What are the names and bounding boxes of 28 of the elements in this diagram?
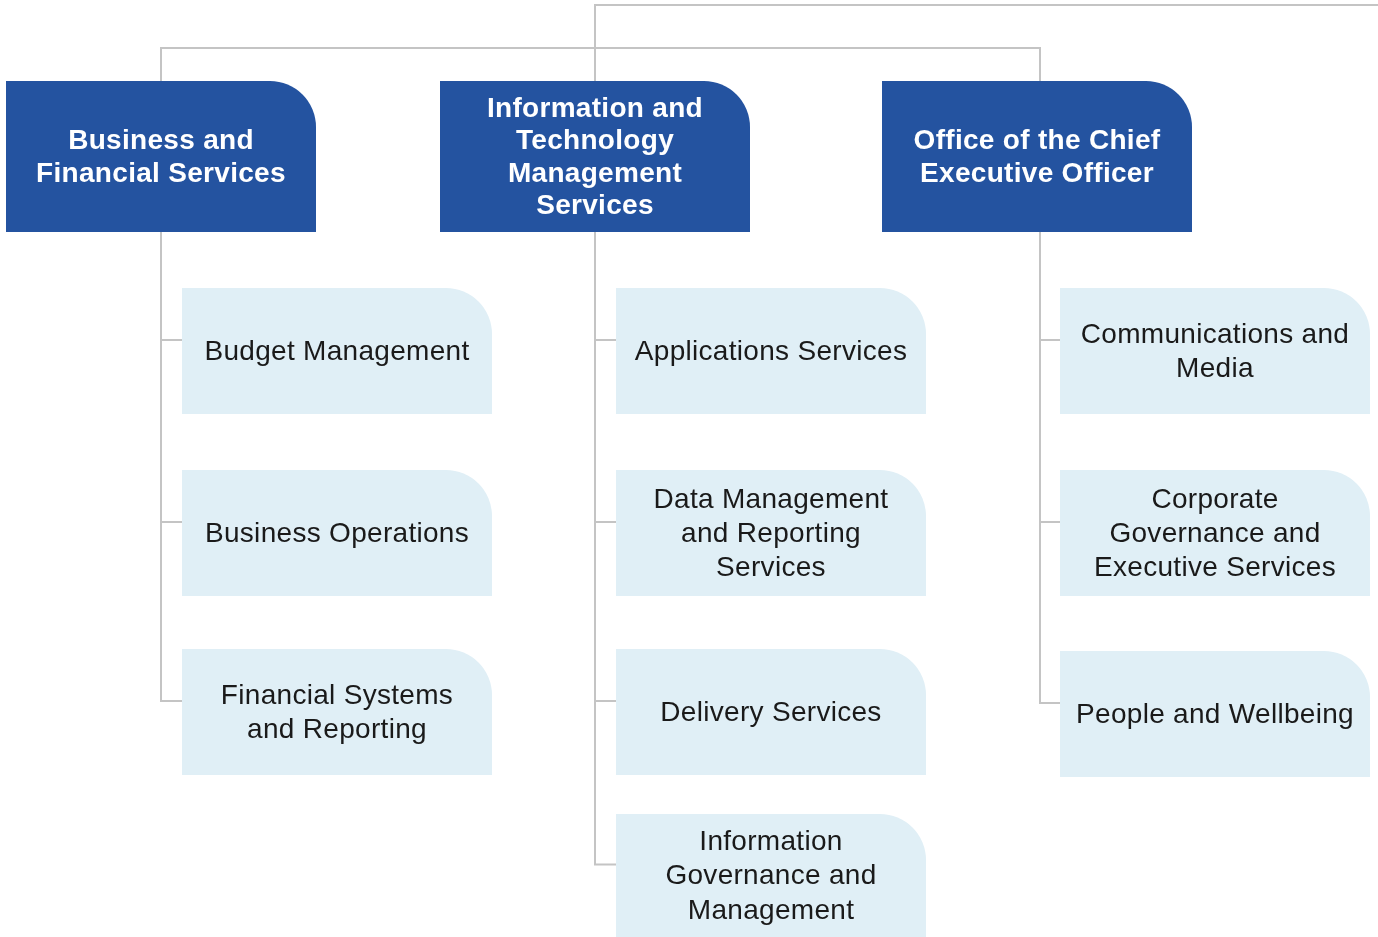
unit-box (1060, 470, 1370, 596)
box-label: Business and Financial Services (35, 124, 287, 189)
unit-box (616, 470, 926, 596)
box-label: Communications and Media (1079, 316, 1351, 385)
box-label: Applications Services (634, 333, 908, 368)
box-label: Delivery Services (660, 694, 882, 729)
unit-box (616, 288, 926, 414)
department-box (882, 81, 1192, 232)
box-label: Business Operations (204, 515, 470, 550)
unit-box (182, 649, 492, 775)
box-label: Office of the Chief Executive Officer (912, 124, 1162, 189)
unit-box (1060, 288, 1370, 414)
box-label: People and Wellbeing (1076, 696, 1354, 731)
box-label: Data Management and Reporting Services (652, 481, 890, 585)
connector-line (594, 47, 1041, 82)
unit-box (182, 288, 492, 414)
unit-box (182, 470, 492, 596)
unit-box (1060, 651, 1370, 777)
box-label: Corporate Governance and Executive Services (1093, 481, 1337, 585)
box-label: Information Governance and Management (664, 824, 878, 927)
connector-line (160, 47, 596, 82)
box-label: Budget Management (204, 333, 470, 368)
box-label: Financial Systems and Reporting (219, 677, 455, 746)
department-box (6, 81, 316, 232)
unit-box (616, 814, 926, 937)
department-box (440, 81, 750, 232)
box-label: Information and Technology Management Services (485, 92, 704, 221)
unit-box (616, 649, 926, 775)
